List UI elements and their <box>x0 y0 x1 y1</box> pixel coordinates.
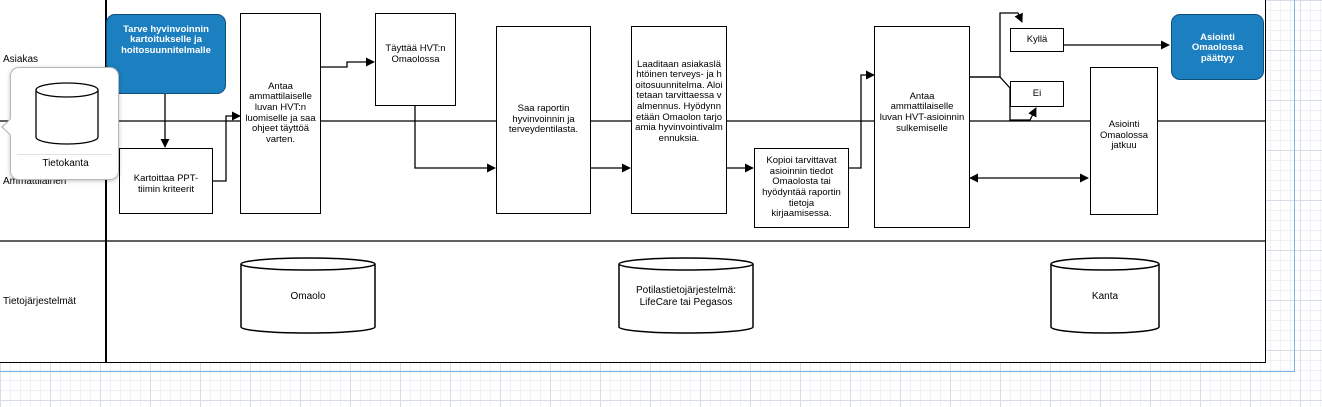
lane-label-tietojarjestelmat: Tietojärjestelmät <box>3 296 76 307</box>
step-kartoittaa[interactable]: Kartoittaa PPT-tiimin kriteerit <box>119 148 213 214</box>
tooltip-divider <box>17 154 112 155</box>
db-kanta-shape <box>1050 257 1160 334</box>
step-saa-raportin[interactable]: Saa raportin hyvinvoinnin ja terveydenti… <box>496 26 591 214</box>
step-laaditaan[interactable]: Laaditaan asiakaslähtöinen terveys- ja h… <box>631 26 727 214</box>
step-antaa-sulkemiselle[interactable]: Antaa ammattilaiselle luvan HVT-asioinni… <box>874 26 970 228</box>
page-guide-horizontal <box>0 371 1295 372</box>
step-jatkuu[interactable]: Asiointi Omaolossa jatkuu <box>1090 67 1158 215</box>
database-icon <box>35 82 99 145</box>
db-omaolo-shape <box>240 257 376 334</box>
db-potilastieto-shape <box>618 257 754 334</box>
connector-tayttaa-raportti <box>414 106 496 173</box>
step-antaa-luvan[interactable]: Antaa ammattilaiselle luvan HVT:n luomis… <box>240 13 321 214</box>
connector-kopioi-sulkeminen <box>848 70 875 169</box>
db-label-potilastieto: Potilastietojärjestelmä: LifeCare tai Pe… <box>635 285 737 308</box>
lane-label-asiakas: Asiakas <box>3 54 39 65</box>
step-tayttaa-hvt[interactable]: Täyttää HVT:n Omaolossa <box>375 13 456 106</box>
shape-tooltip-tietokanta[interactable]: Tietokanta <box>10 67 119 180</box>
lane-label-ammattilainen: Ammattilainen <box>3 176 67 187</box>
tooltip-label: Tietokanta <box>42 158 89 169</box>
connector-kartoittaa-antaa <box>212 111 241 182</box>
page-guide-vertical <box>1294 0 1295 372</box>
tooltip-arrow-inner <box>3 119 11 135</box>
connector-antaa-tayttaa <box>320 57 375 68</box>
db-label-omaolo: Omaolo <box>290 291 326 302</box>
step-kopioi[interactable]: Kopioi tarvittavat asioinnin tiedot Omao… <box>754 148 849 228</box>
terminal-paattyy[interactable]: Asiointi Omaolossa päättyy <box>1171 14 1264 80</box>
decision-kylla[interactable]: Kyllä <box>1010 28 1064 52</box>
decision-ei[interactable]: Ei <box>1010 81 1064 107</box>
terminal-tarve[interactable]: Tarve hyvinvoinnin kartoitukselle ja hoi… <box>106 14 226 94</box>
db-label-kanta: Kanta <box>1091 291 1119 302</box>
